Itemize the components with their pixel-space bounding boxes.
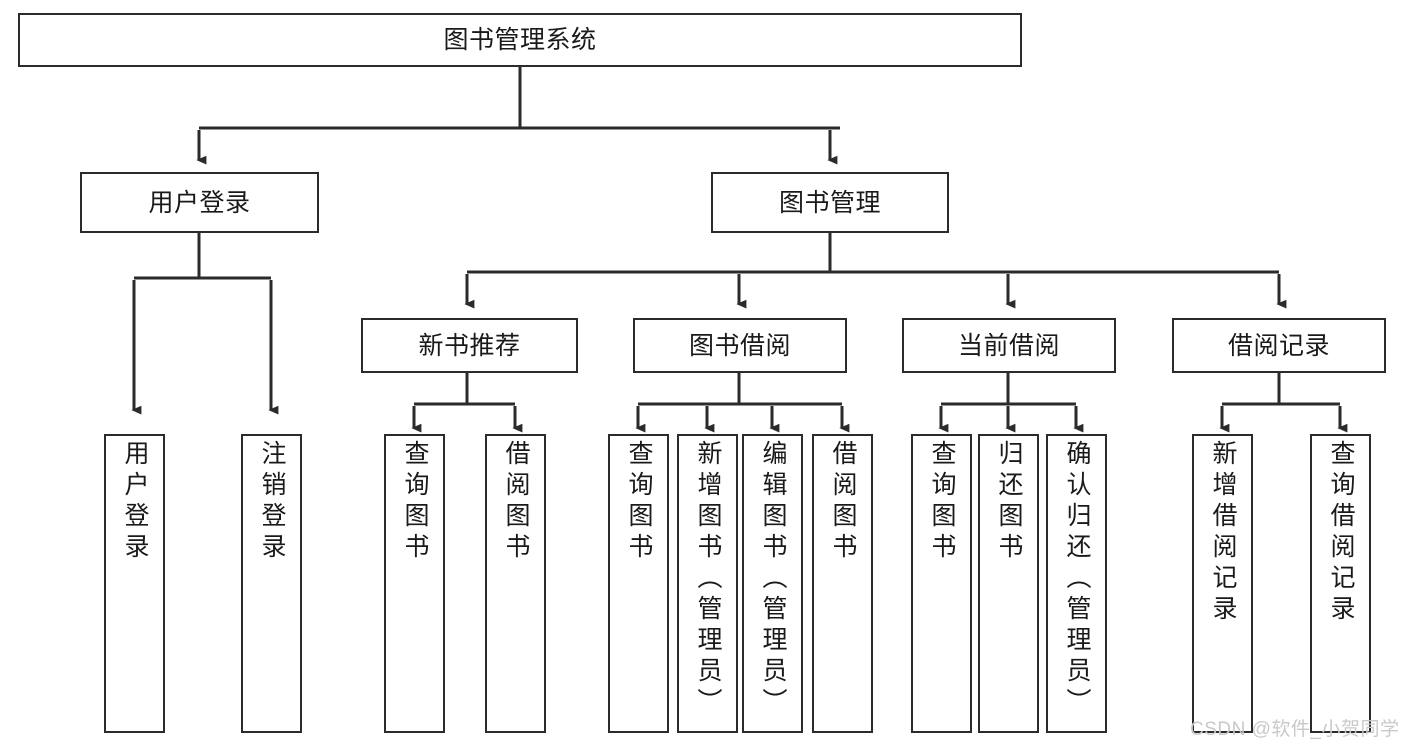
- node-label: 用户登录: [121, 440, 149, 564]
- node-label: 注销登录: [258, 440, 286, 564]
- node-leaf-query-book-2[interactable]: 查询图书: [608, 434, 669, 733]
- node-book-borrow[interactable]: 图书借阅: [633, 318, 847, 373]
- node-leaf-query-record[interactable]: 查询借阅记录: [1310, 434, 1371, 733]
- node-label: 新增借阅记录: [1209, 440, 1237, 626]
- node-leaf-logout[interactable]: 注销登录: [241, 434, 302, 733]
- node-leaf-return-book[interactable]: 归还图书: [978, 434, 1039, 733]
- node-user-login[interactable]: 用户登录: [80, 172, 319, 233]
- node-leaf-add-book[interactable]: 新增图书（管理员）: [677, 434, 738, 733]
- node-leaf-borrow-book-2[interactable]: 借阅图书: [812, 434, 873, 733]
- node-book-manage[interactable]: 图书管理: [711, 172, 949, 233]
- node-label: 用户登录: [148, 188, 251, 217]
- node-leaf-edit-book[interactable]: 编辑图书（管理员）: [742, 434, 803, 733]
- node-label: 查询借阅记录: [1327, 440, 1355, 626]
- node-label: 查询图书: [625, 440, 653, 564]
- node-label: 借阅图书: [502, 440, 530, 564]
- node-leaf-query-book-3[interactable]: 查询图书: [911, 434, 972, 733]
- node-label: 新增图书（管理员）: [694, 440, 722, 719]
- node-label: 归还图书: [995, 440, 1023, 564]
- node-leaf-query-book-1[interactable]: 查询图书: [384, 434, 445, 733]
- node-label: 查询图书: [401, 440, 429, 564]
- node-current-borrow[interactable]: 当前借阅: [902, 318, 1116, 373]
- node-label: 新书推荐: [418, 331, 521, 360]
- node-label: 当前借阅: [957, 331, 1060, 360]
- node-label: 编辑图书（管理员）: [759, 440, 787, 719]
- node-new-book-recommend[interactable]: 新书推荐: [361, 318, 578, 373]
- watermark-text: CSDN @软件_小贺同学: [1190, 719, 1400, 740]
- node-borrow-record[interactable]: 借阅记录: [1172, 318, 1386, 373]
- node-root-system[interactable]: 图书管理系统: [18, 13, 1022, 67]
- node-leaf-confirm-return[interactable]: 确认归还（管理员）: [1046, 434, 1107, 733]
- node-label: 借阅图书: [829, 440, 857, 564]
- node-leaf-add-record[interactable]: 新增借阅记录: [1192, 434, 1253, 733]
- node-label: 图书管理系统: [443, 26, 597, 54]
- node-label: 图书管理: [778, 188, 881, 217]
- node-label: 查询图书: [928, 440, 956, 564]
- node-label: 借阅记录: [1227, 331, 1330, 360]
- node-leaf-user-login[interactable]: 用户登录: [104, 434, 165, 733]
- node-label: 图书借阅: [688, 331, 791, 360]
- node-leaf-borrow-book-1[interactable]: 借阅图书: [485, 434, 546, 733]
- node-label: 确认归还（管理员）: [1063, 440, 1091, 719]
